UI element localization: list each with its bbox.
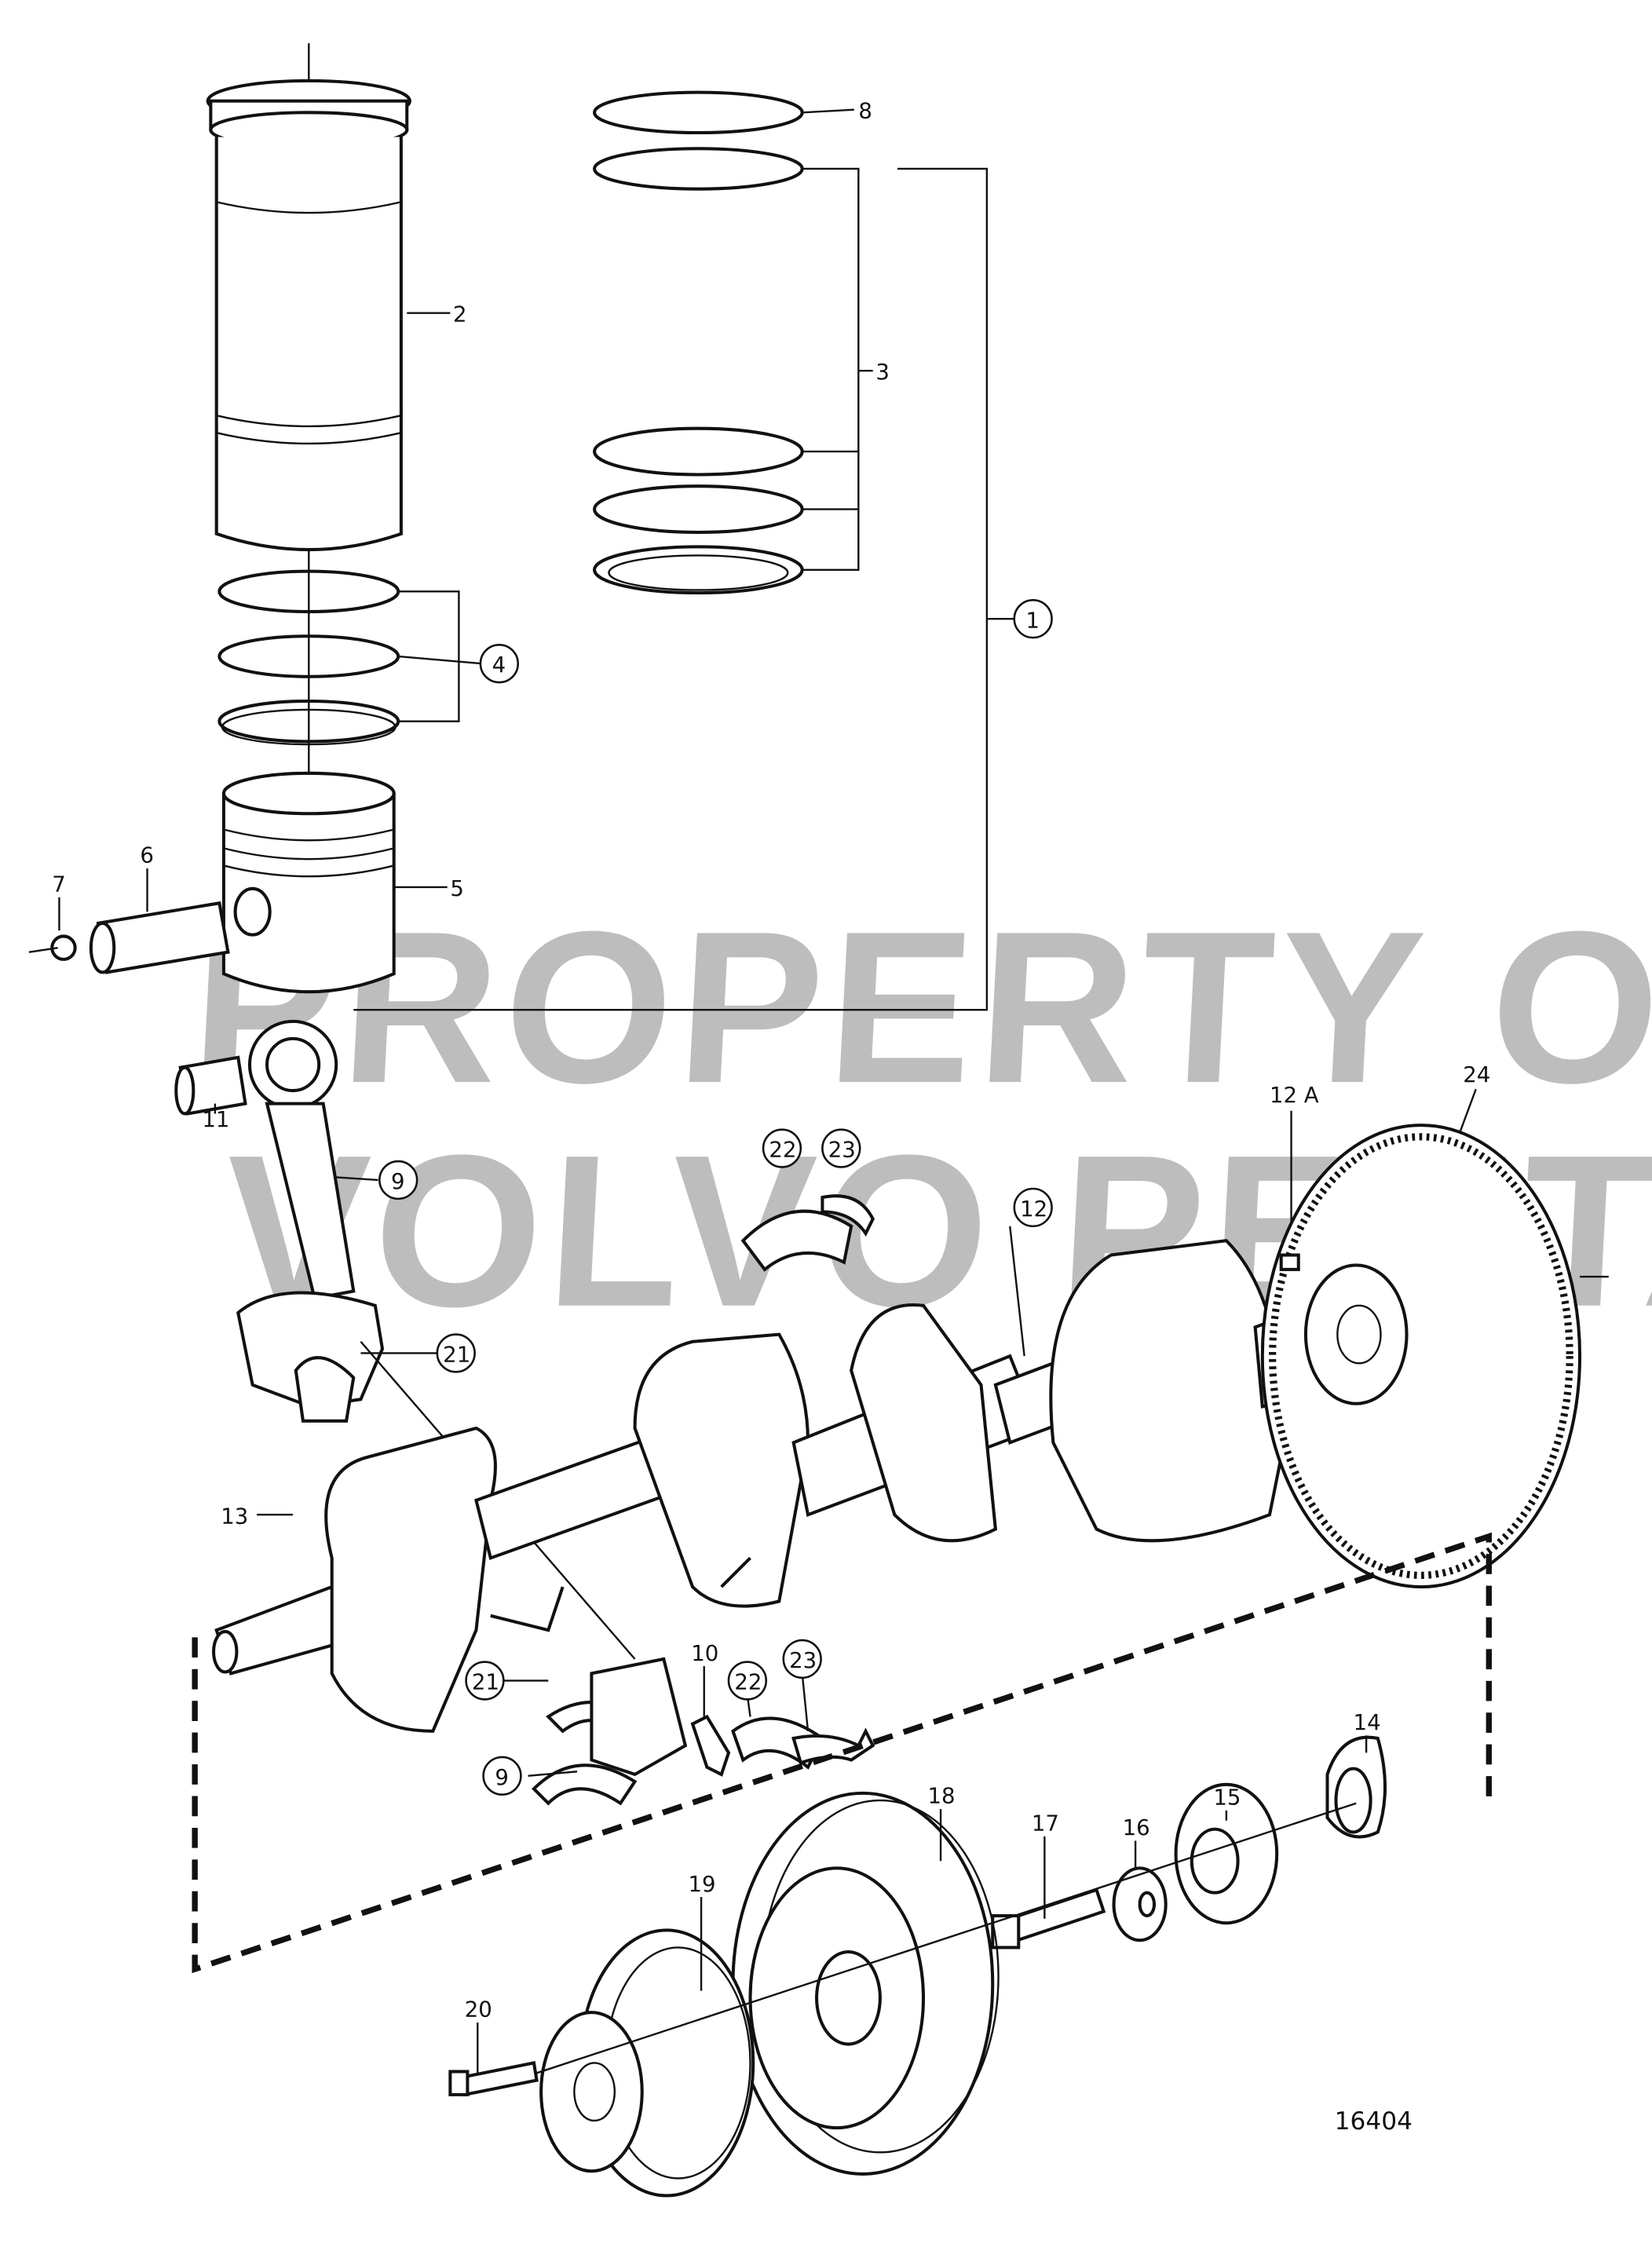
callout-23: 23 bbox=[789, 1648, 817, 1673]
front-drive-parts bbox=[448, 1735, 1387, 2198]
callout-10: 10 bbox=[691, 1641, 718, 1666]
callout-leaders bbox=[477, 1666, 1368, 2075]
ring-set bbox=[593, 90, 804, 595]
callout-9: 9 bbox=[391, 1169, 405, 1194]
callout-9: 9 bbox=[495, 1765, 509, 1790]
callout-4: 4 bbox=[492, 652, 506, 678]
callout-12a: 12 A bbox=[1270, 1083, 1319, 1108]
callout-14: 14 bbox=[1354, 1710, 1381, 1735]
cylinder-liner bbox=[206, 43, 411, 794]
callout-7: 7 bbox=[52, 872, 66, 897]
callout-5: 5 bbox=[450, 876, 464, 901]
callout-23: 23 bbox=[828, 1138, 856, 1163]
callout-3: 3 bbox=[875, 360, 890, 385]
callout-24: 24 bbox=[1463, 1062, 1490, 1087]
connecting-rod bbox=[174, 1019, 385, 1423]
callout-11: 11 bbox=[202, 1107, 229, 1132]
callouts: 8 2 3 1 4 5 6 7 11 9 22 23 12 A 24 12 21… bbox=[52, 99, 1490, 2136]
callout-16: 16 bbox=[1123, 1815, 1150, 1840]
callout-21: 21 bbox=[472, 1670, 499, 1695]
crankshaft bbox=[212, 1239, 1322, 1733]
callout-13: 13 bbox=[221, 1504, 248, 1529]
callout-22: 22 bbox=[734, 1670, 762, 1695]
watermark-line1: PROPERTY OF bbox=[186, 886, 1652, 1128]
piston bbox=[221, 771, 396, 994]
leader-lines bbox=[58, 108, 1477, 1660]
callout-2: 2 bbox=[453, 302, 467, 327]
callout-1: 1 bbox=[1025, 608, 1040, 633]
drawing-number: 16404 bbox=[1335, 2107, 1413, 2136]
callout-20: 20 bbox=[465, 1997, 492, 2023]
assembly-dashed-line bbox=[192, 1532, 1492, 1974]
callout-18: 18 bbox=[928, 1784, 956, 1809]
callout-22: 22 bbox=[769, 1138, 796, 1163]
callout-12: 12 bbox=[1020, 1197, 1047, 1222]
callout-15: 15 bbox=[1213, 1785, 1241, 1811]
rod-cap-bearings bbox=[532, 1657, 875, 1806]
callout-21: 21 bbox=[443, 1342, 470, 1367]
flywheel bbox=[1260, 1124, 1609, 1589]
callout-8: 8 bbox=[858, 99, 872, 124]
piston-pin bbox=[28, 901, 230, 974]
callout-19: 19 bbox=[689, 1872, 716, 1897]
callout-6: 6 bbox=[140, 843, 154, 868]
main-bearing-top bbox=[740, 1194, 875, 1272]
callout-17: 17 bbox=[1032, 1811, 1059, 1836]
